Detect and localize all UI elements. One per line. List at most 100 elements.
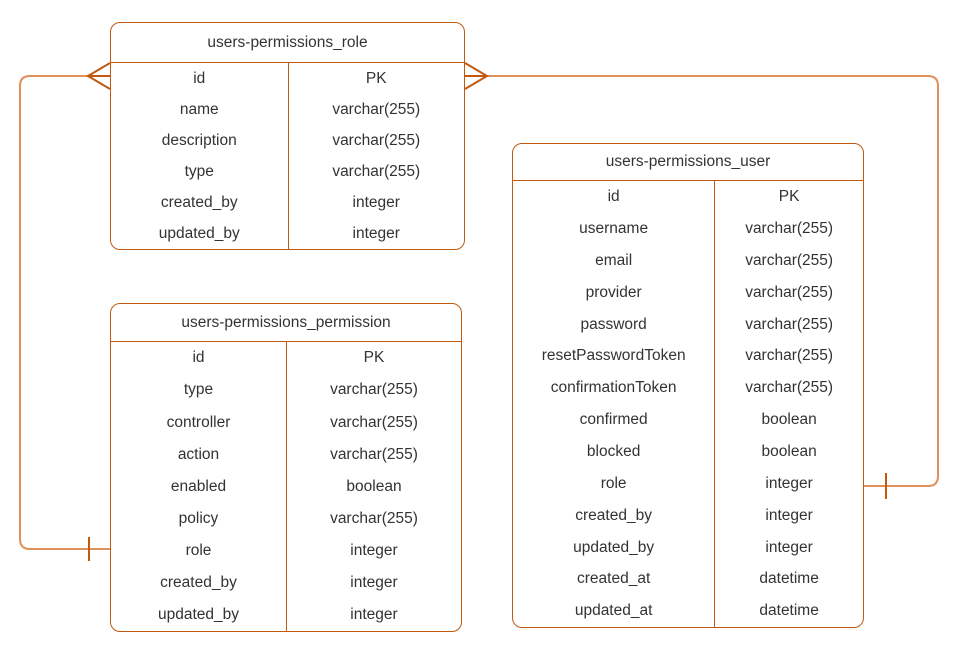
field-name: id (193, 69, 206, 87)
field-name: created_by (575, 506, 652, 524)
table-row: id PK (111, 63, 464, 94)
field-name: type (184, 162, 214, 180)
table-row: updated_by integer (111, 218, 464, 249)
field-name: type (183, 381, 214, 399)
field-name: controller (166, 413, 231, 431)
table-row: confirmed boolean (513, 404, 863, 436)
table-rows: id PK type varchar(255) controller varchar(25… (111, 342, 461, 631)
field-type: integer (714, 467, 863, 500)
table-row: blocked boolean (513, 435, 863, 468)
table-row: role integer (111, 534, 461, 567)
table-row: created_at datetime (513, 563, 863, 596)
field-name: provider (585, 283, 642, 301)
table-row: created_by integer (513, 499, 863, 532)
table-row: id PK (111, 342, 461, 375)
field-type: varchar(255) (714, 212, 863, 245)
field-name: resetPasswordToken (541, 347, 686, 365)
field-name: created_at (577, 570, 651, 588)
field-type: integer (714, 531, 863, 564)
table-row: username varchar(255) (513, 212, 863, 245)
field-name: role (600, 474, 627, 492)
field-name: blocked (586, 443, 641, 461)
table-row: updated_by integer (111, 598, 461, 631)
crow-foot-many-icon (86, 62, 111, 90)
table-row: description varchar(255) (111, 125, 464, 156)
field-name: password (580, 315, 647, 333)
field-name: role (185, 541, 212, 559)
field-name: id (192, 349, 205, 367)
table-row: type varchar(255) (111, 156, 464, 187)
field-name: updated_by (573, 538, 655, 556)
field-type: boolean (714, 404, 863, 436)
field-type: varchar(255) (714, 340, 863, 373)
field-type: boolean (286, 470, 461, 503)
field-name: created_by (160, 574, 237, 592)
table-title: users-permissions_permission (111, 304, 461, 342)
entity-table-users-permissions-user[interactable]: users-permissions_user id PK username varch… (512, 143, 864, 628)
field-type: varchar(255) (287, 125, 465, 156)
field-type: PK (714, 181, 863, 213)
field-name: created_by (160, 193, 238, 211)
relationship-role-user-line[interactable] (487, 75, 939, 487)
field-type: PK (287, 63, 465, 94)
field-type: boolean (714, 435, 863, 468)
field-name: updated_by (158, 224, 240, 242)
relationship-role-permission-line[interactable] (19, 75, 110, 550)
table-row: confirmationToken varchar(255) (513, 372, 863, 405)
table-row: provider varchar(255) (513, 276, 863, 309)
field-type: varchar(255) (287, 156, 465, 187)
table-row: id PK (513, 181, 863, 213)
field-name: updated_at (574, 602, 653, 620)
field-type: varchar(255) (286, 438, 461, 471)
field-name: policy (178, 509, 219, 527)
table-row: email varchar(255) (513, 244, 863, 277)
field-name: confirmed (579, 411, 648, 429)
field-type: varchar(255) (714, 372, 863, 405)
table-row: resetPasswordToken varchar(255) (513, 340, 863, 373)
field-type: integer (714, 499, 863, 532)
field-type: integer (287, 218, 465, 249)
table-rows: id PK username varchar(255) email varchar(255… (513, 181, 863, 628)
table-row: password varchar(255) (513, 308, 863, 341)
field-name: confirmationToken (550, 379, 677, 397)
table-row: policy varchar(255) (111, 502, 461, 535)
table-row: updated_at datetime (513, 595, 863, 628)
field-type: varchar(255) (714, 276, 863, 309)
table-row: action varchar(255) (111, 438, 461, 471)
field-name: id (607, 188, 620, 206)
field-name: action (177, 445, 220, 463)
field-name: email (595, 251, 633, 269)
table-title: users-permissions_role (111, 23, 464, 63)
table-row: enabled boolean (111, 470, 461, 503)
field-name: description (161, 131, 237, 149)
crow-foot-many-icon (464, 62, 489, 90)
table-row: type varchar(255) (111, 374, 461, 407)
table-title: users-permissions_user (513, 144, 863, 181)
field-type: PK (286, 342, 461, 375)
field-type: varchar(255) (286, 406, 461, 439)
entity-table-users-permissions-permission[interactable]: users-permissions_permission id PK type var… (110, 303, 462, 632)
field-type: varchar(255) (287, 94, 465, 125)
field-type: integer (286, 598, 461, 631)
table-row: role integer (513, 467, 863, 500)
table-row: controller varchar(255) (111, 406, 461, 439)
table-row: updated_by integer (513, 531, 863, 564)
field-type: varchar(255) (714, 308, 863, 341)
field-type: integer (286, 534, 461, 567)
field-type: varchar(255) (286, 374, 461, 407)
field-name: username (579, 220, 649, 238)
field-type: varchar(255) (714, 244, 863, 277)
field-type: datetime (714, 563, 863, 596)
field-name: updated_by (157, 606, 240, 624)
field-type: datetime (714, 595, 863, 628)
field-type: varchar(255) (286, 502, 461, 535)
field-type: integer (287, 187, 465, 218)
field-name: enabled (170, 477, 227, 495)
table-row: created_by integer (111, 187, 464, 218)
